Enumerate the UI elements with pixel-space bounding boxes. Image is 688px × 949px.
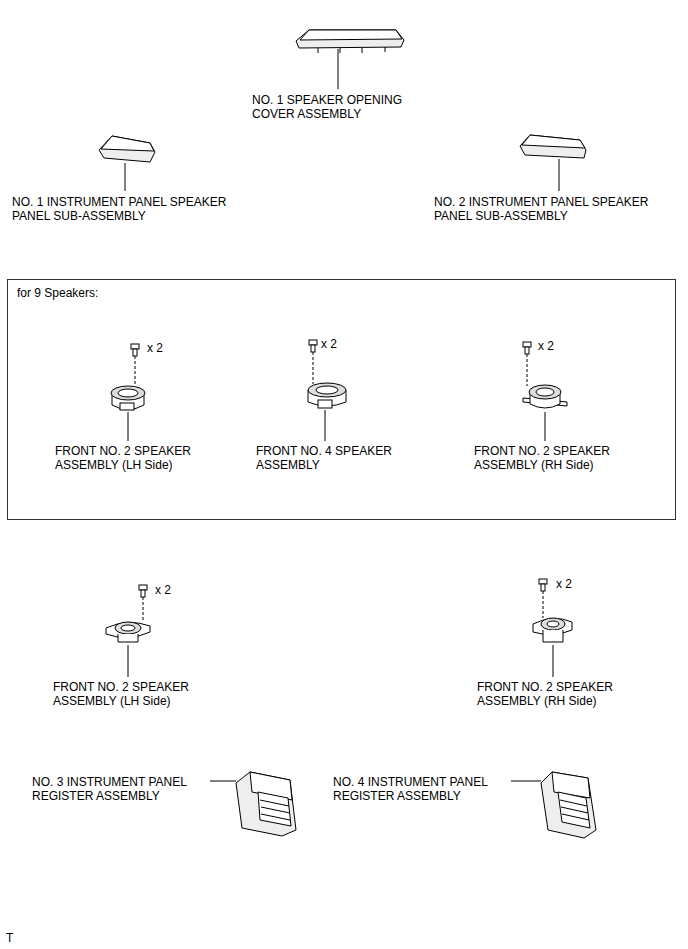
quantity-label: x 2 bbox=[538, 339, 578, 353]
part-label: FRONT NO. 2 SPEAKER ASSEMBLY (LH Side) bbox=[53, 680, 213, 708]
part-label: NO. 3 INSTRUMENT PANEL REGISTER ASSEMBLY bbox=[32, 775, 204, 803]
part-label: NO. 1 SPEAKER OPENING COVER ASSEMBLY bbox=[252, 93, 422, 121]
part-label: NO. 4 INSTRUMENT PANEL REGISTER ASSEMBLY bbox=[333, 775, 505, 803]
part-label: NO. 1 INSTRUMENT PANEL SPEAKER PANEL SUB… bbox=[12, 195, 244, 223]
part-label: T bbox=[6, 931, 26, 945]
part-label: FRONT NO. 2 SPEAKER ASSEMBLY (RH Side) bbox=[474, 444, 634, 472]
quantity-label: x 2 bbox=[321, 337, 361, 351]
group-heading: for 9 Speakers: bbox=[8, 280, 107, 306]
quantity-label: x 2 bbox=[147, 341, 187, 355]
part-label: FRONT NO. 2 SPEAKER ASSEMBLY (LH Side) bbox=[55, 444, 215, 472]
quantity-label: x 2 bbox=[556, 577, 596, 591]
group-box: for 9 Speakers: bbox=[7, 279, 676, 520]
part-label: FRONT NO. 4 SPEAKER ASSEMBLY bbox=[256, 444, 416, 472]
part-label: FRONT NO. 2 SPEAKER ASSEMBLY (RH Side) bbox=[477, 680, 637, 708]
quantity-label: x 2 bbox=[155, 583, 195, 597]
part-label: NO. 2 INSTRUMENT PANEL SPEAKER PANEL SUB… bbox=[434, 195, 666, 223]
